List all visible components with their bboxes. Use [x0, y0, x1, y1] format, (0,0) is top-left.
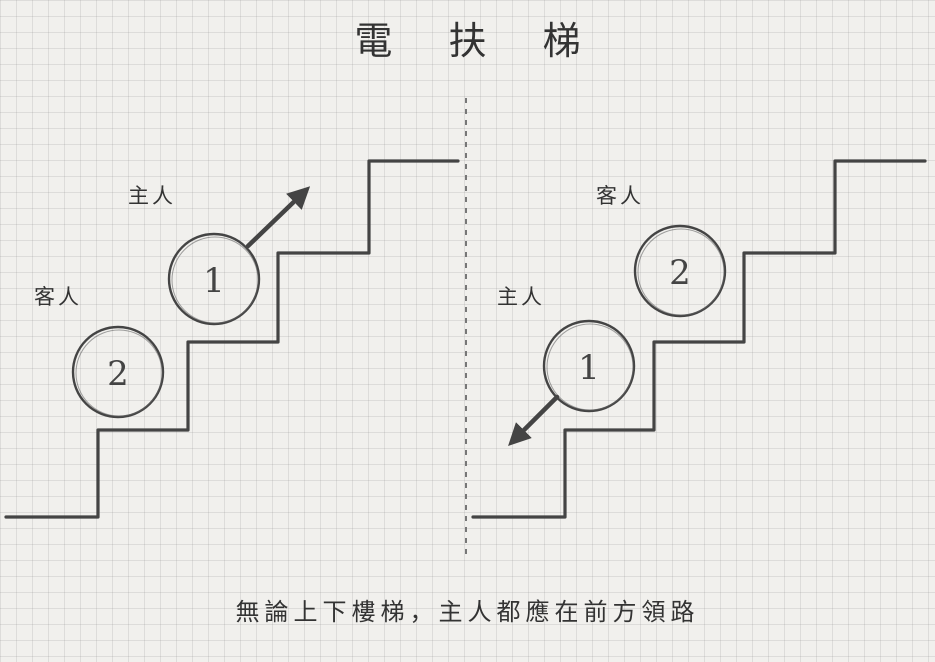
right-staircase: [471, 159, 927, 519]
left-host-label: 主人: [128, 184, 176, 208]
left-host-number: 1: [203, 261, 225, 301]
left-host-marker: 1: [167, 232, 261, 326]
right-host-number: 1: [578, 348, 600, 388]
right-host-marker: 1: [542, 319, 636, 413]
right-guest-number: 2: [669, 253, 691, 293]
diagram-caption: 無論上下樓梯，主人都應在前方領路: [235, 598, 700, 626]
left-guest-label: 客人: [34, 285, 82, 309]
diagram-title: 電 扶 梯: [354, 19, 603, 63]
up-arrow-icon: [245, 186, 311, 249]
right-guest-label: 客人: [596, 184, 644, 208]
down-arrow-icon: [508, 394, 560, 446]
left-guest-marker: 2: [71, 325, 165, 419]
left-staircase: [4, 159, 460, 519]
right-guest-marker: 2: [633, 224, 727, 318]
left-guest-number: 2: [107, 354, 129, 394]
right-host-label: 主人: [497, 285, 545, 309]
